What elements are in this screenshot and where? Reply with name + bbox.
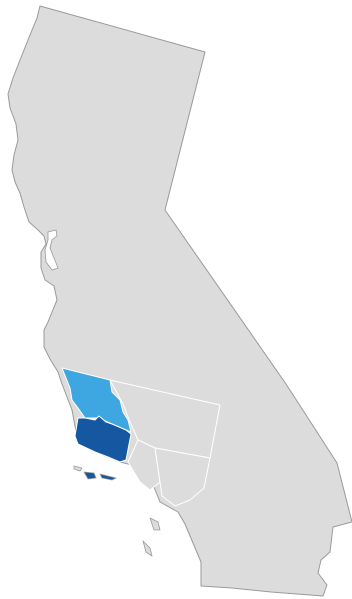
island-small-3 bbox=[142, 540, 153, 557]
bay-cutout bbox=[44, 229, 59, 271]
island-highlight-1 bbox=[83, 471, 97, 480]
county-boundary-la bbox=[154, 447, 211, 507]
island-small-1 bbox=[73, 465, 83, 472]
island-highlight-2 bbox=[99, 473, 117, 481]
highlight-region-dark bbox=[74, 415, 132, 463]
island-small-2 bbox=[149, 517, 161, 531]
california-state-shape bbox=[7, 5, 352, 597]
